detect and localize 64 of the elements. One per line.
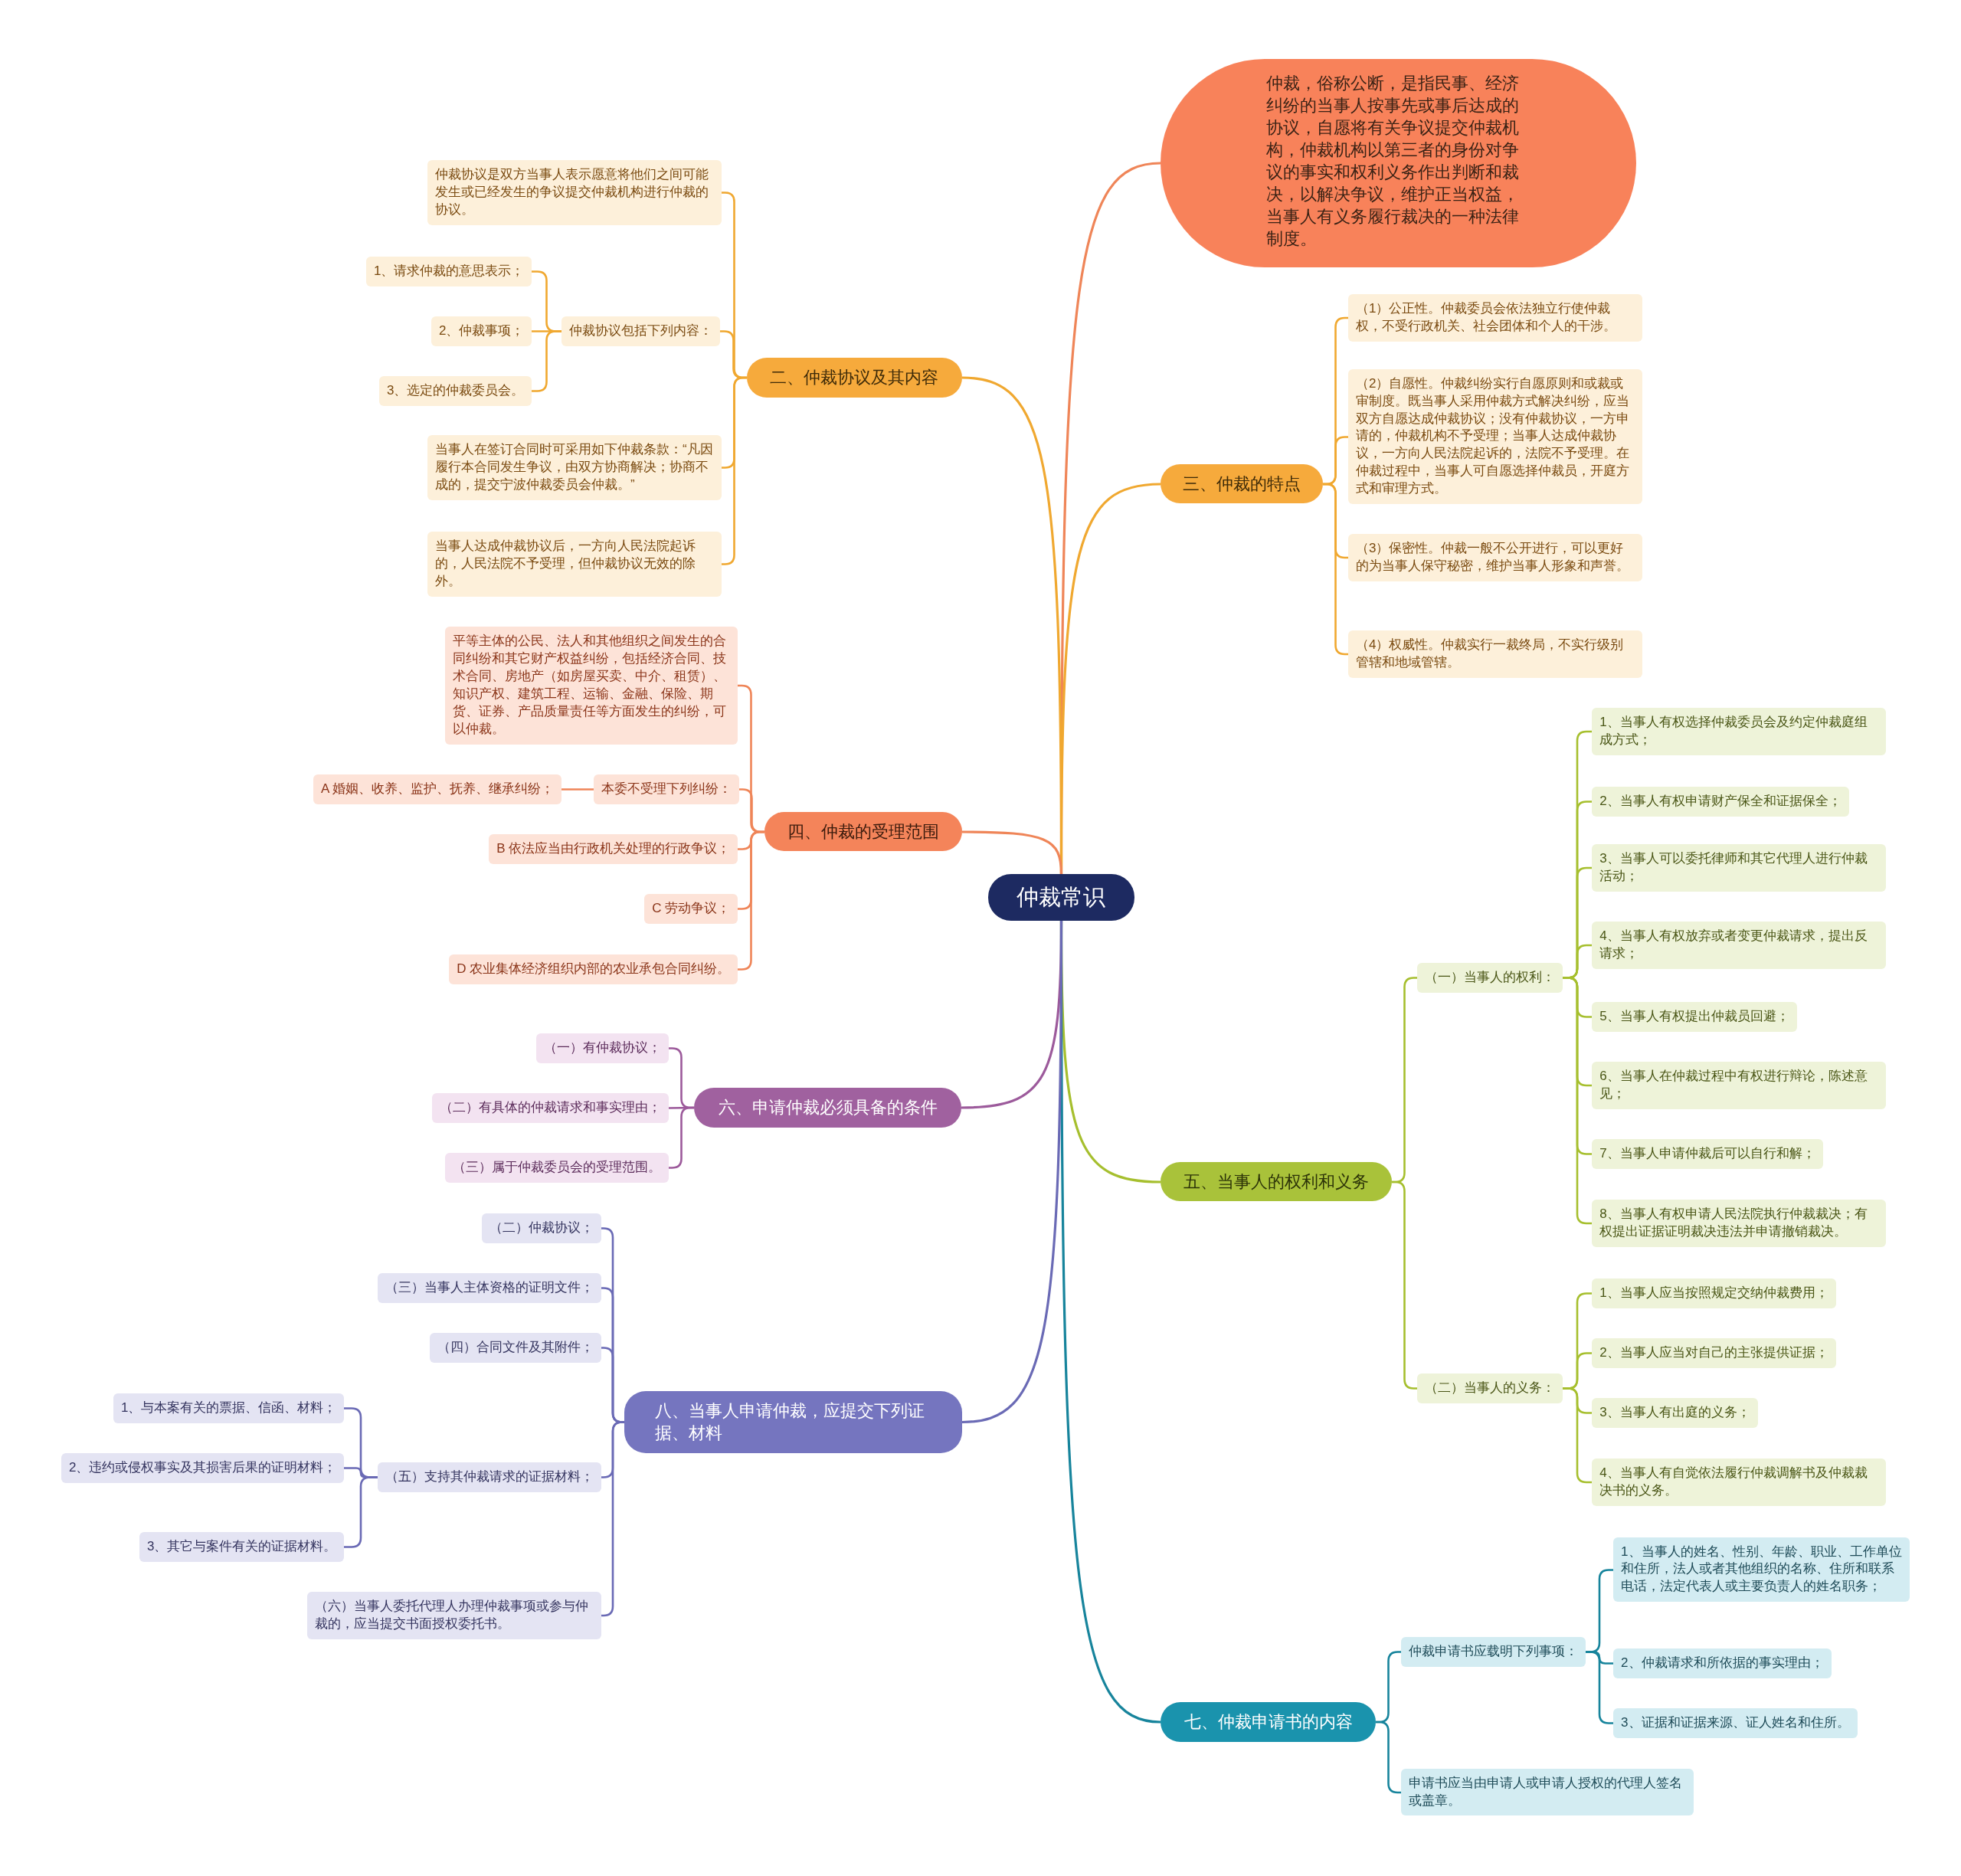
connector-line <box>601 1421 624 1617</box>
topic-box: 1、与本案有关的票据、信函、材料； <box>113 1393 345 1423</box>
connector-line <box>961 921 1063 1424</box>
topic-box: A 婚姻、收养、监护、抚养、继承纠纷； <box>313 774 562 804</box>
topic-box: （四）合同文件及其附件； <box>430 1333 602 1364</box>
branch-topic: 八、当事人申请仲裁，应提交下列证据、材料 <box>624 1390 962 1453</box>
topic-box: D 农业集体经济组织内部的农业承包合同纠纷。 <box>449 954 738 984</box>
connector-line <box>561 788 594 791</box>
connector-line <box>1563 1387 1592 1484</box>
connector-line <box>1563 977 1592 1225</box>
branch-topic: 三、仲裁的特点 <box>1161 463 1324 504</box>
topic-box: 4、当事人有自觉依法履行仲裁调解书及仲裁裁决书的义务。 <box>1592 1458 1887 1506</box>
topic-box: 3、选定的仲裁委员会。 <box>378 376 532 407</box>
branch-topic: 二、仲裁协议及其内容 <box>746 357 962 398</box>
definition-bubble: 仲裁，俗称公断，是指民事、经济纠纷的当事人按事先或事后达成的协议，自愿将有关争议提交仲裁机构，仲裁机构以第三者的身份对争议的事实和权利义务作出判断和裁决，以解决争议，维护正当权益，当事人有义务履行裁决的一种法律制度。 <box>1161 58 1636 267</box>
topic-box: 7、当事人申请仲裁后可以自行和解； <box>1592 1139 1823 1170</box>
topic-box: 5、当事人有权提出仲裁员回避； <box>1592 1001 1797 1032</box>
topic-box: （一）当事人的权利： <box>1416 963 1563 994</box>
topic-box: 3、其它与案件有关的证据材料。 <box>139 1532 345 1562</box>
topic-box: 仲裁申请书应载明下列事项： <box>1400 1637 1586 1668</box>
topic-box: 本委不受理下列纠纷： <box>593 774 739 804</box>
topic-box: 1、当事人的姓名、性别、年龄、职业、工作单位和住所，法人或者其他组织的名称、住所和联系电话，法定代表人或主要负责人的姓名职务； <box>1613 1537 1910 1603</box>
topic-box: （二）当事人的义务： <box>1416 1373 1563 1403</box>
connector-line <box>532 330 561 392</box>
topic-box: （1）公正性。仲裁委员会依法独立行使仲裁权，不受行政机关、社会团体和个人的干涉。 <box>1348 293 1642 342</box>
connector-line <box>344 1476 378 1548</box>
branch-topic: 四、仲裁的受理范围 <box>764 811 962 852</box>
connector-line <box>962 830 1063 875</box>
topic-box: 申请书应当由申请人或申请人授权的代理人签名或盖章。 <box>1400 1768 1694 1816</box>
branch-topic: 六、申请仲裁必须具备的条件 <box>694 1088 962 1128</box>
topic-box: 2、违约或侵权事实及其损害后果的证明材料； <box>61 1453 345 1484</box>
topic-box: 3、当事人有出庭的义务； <box>1592 1398 1758 1429</box>
topic-box: 当事人达成仲裁协议后，一方向人民法院起诉的，人民法院不予受理，但仲裁协议无效的除外。 <box>427 531 722 597</box>
topic-box: 2、仲裁事项； <box>431 316 532 346</box>
topic-box: 3、证据和证据来源、证人姓名和住所。 <box>1613 1708 1858 1739</box>
topic-box: （三）当事人主体资格的证明文件； <box>378 1273 602 1303</box>
topic-box: （二）仲裁协议； <box>482 1213 602 1243</box>
topic-box: 3、当事人可以委托律师和其它代理人进行仲裁活动； <box>1592 844 1887 892</box>
topic-box: （4）权威性。仲裁实行一裁终局，不实行级别管辖和地域管辖。 <box>1348 630 1642 678</box>
topic-box: 1、当事人有权选择仲裁委员会及约定仲裁庭组成方式； <box>1592 708 1887 755</box>
topic-box: （五）支持其仲裁请求的证据材料； <box>378 1462 602 1492</box>
central-topic: 仲裁常识 <box>987 874 1134 922</box>
topic-box: 8、当事人有权申请人民法院执行仲裁裁决；有权提出证据证明裁决违法并申请撤销裁决。 <box>1592 1199 1887 1247</box>
branch-topic: 五、当事人的权利和义务 <box>1161 1161 1393 1202</box>
topic-box: （2）自愿性。仲裁纠纷实行自愿原则和或裁或审制度。既当事人采用仲裁方式解决纠纷，应当双方自愿达成仲裁协议；没有仲裁协议，一方申请的，仲裁机构不予受理；当事人达成仲裁协议，一方向人民法院起诉的，法院不予受理。在仲裁过程中，当事人可自愿选择仲裁员，开庭方式和审理方式。 <box>1348 368 1642 505</box>
topic-box: 1、当事人应当按照规定交纳仲裁费用； <box>1592 1278 1836 1308</box>
topic-box: （二）有具体的仲裁请求和事实理由； <box>432 1092 669 1123</box>
topic-box: （一）有仲裁协议； <box>536 1033 669 1063</box>
topic-box: 6、当事人在仲裁过程中有权进行辩论，陈述意见； <box>1592 1062 1887 1109</box>
topic-box: 1、请求仲裁的意思表示； <box>365 256 532 286</box>
topic-box: （六）当事人委托代理人办理仲裁事项或参与仲裁的，应当提交书面授权委托书。 <box>307 1592 602 1640</box>
topic-box: B 依法应当由行政机关处理的行政争议； <box>489 833 738 864</box>
topic-box: 仲裁协议包括下列内容： <box>561 316 721 346</box>
topic-box: 2、仲裁请求和所依据的事实理由； <box>1613 1648 1832 1678</box>
topic-box: （三）属于仲裁委员会的受理范围。 <box>445 1153 669 1184</box>
topic-box: 2、当事人应当对自己的主张提供证据； <box>1592 1337 1836 1368</box>
topic-box: C 劳动争议； <box>644 894 738 925</box>
branch-topic: 七、仲裁申请书的内容 <box>1161 1702 1376 1742</box>
topic-box: 4、当事人有权放弃或者变更仲裁请求，提出反请求； <box>1592 922 1887 970</box>
topic-box: 仲裁协议是双方当事人表示愿意将他们之间可能发生或已经发生的争议提交仲裁机构进行仲裁的协议。 <box>427 159 722 225</box>
topic-box: 当事人在签订合同时可采用如下仲裁条款：“凡因履行本合同发生争议，由双方协商解决；协商不成的，提交宁波仲裁委员会仲裁。” <box>427 435 722 500</box>
topic-box: （3）保密性。仲裁一般不公开进行，可以更好的为当事人保守秘密，维护当事人形象和声誉。 <box>1348 534 1642 581</box>
topic-box: 平等主体的公民、法人和其他组织之间发生的合同纠纷和其它财产权益纠纷，包括经济合同、技术合同、房地产（如房屋买卖、中介、租赁）、知识产权、建筑工程、运输、金融、保险、期货、证券、产品质量责任等方面发生的纠纷，可以仲裁。 <box>445 626 738 745</box>
topic-box: 2、当事人有权申请财产保全和证据保全； <box>1592 786 1849 817</box>
